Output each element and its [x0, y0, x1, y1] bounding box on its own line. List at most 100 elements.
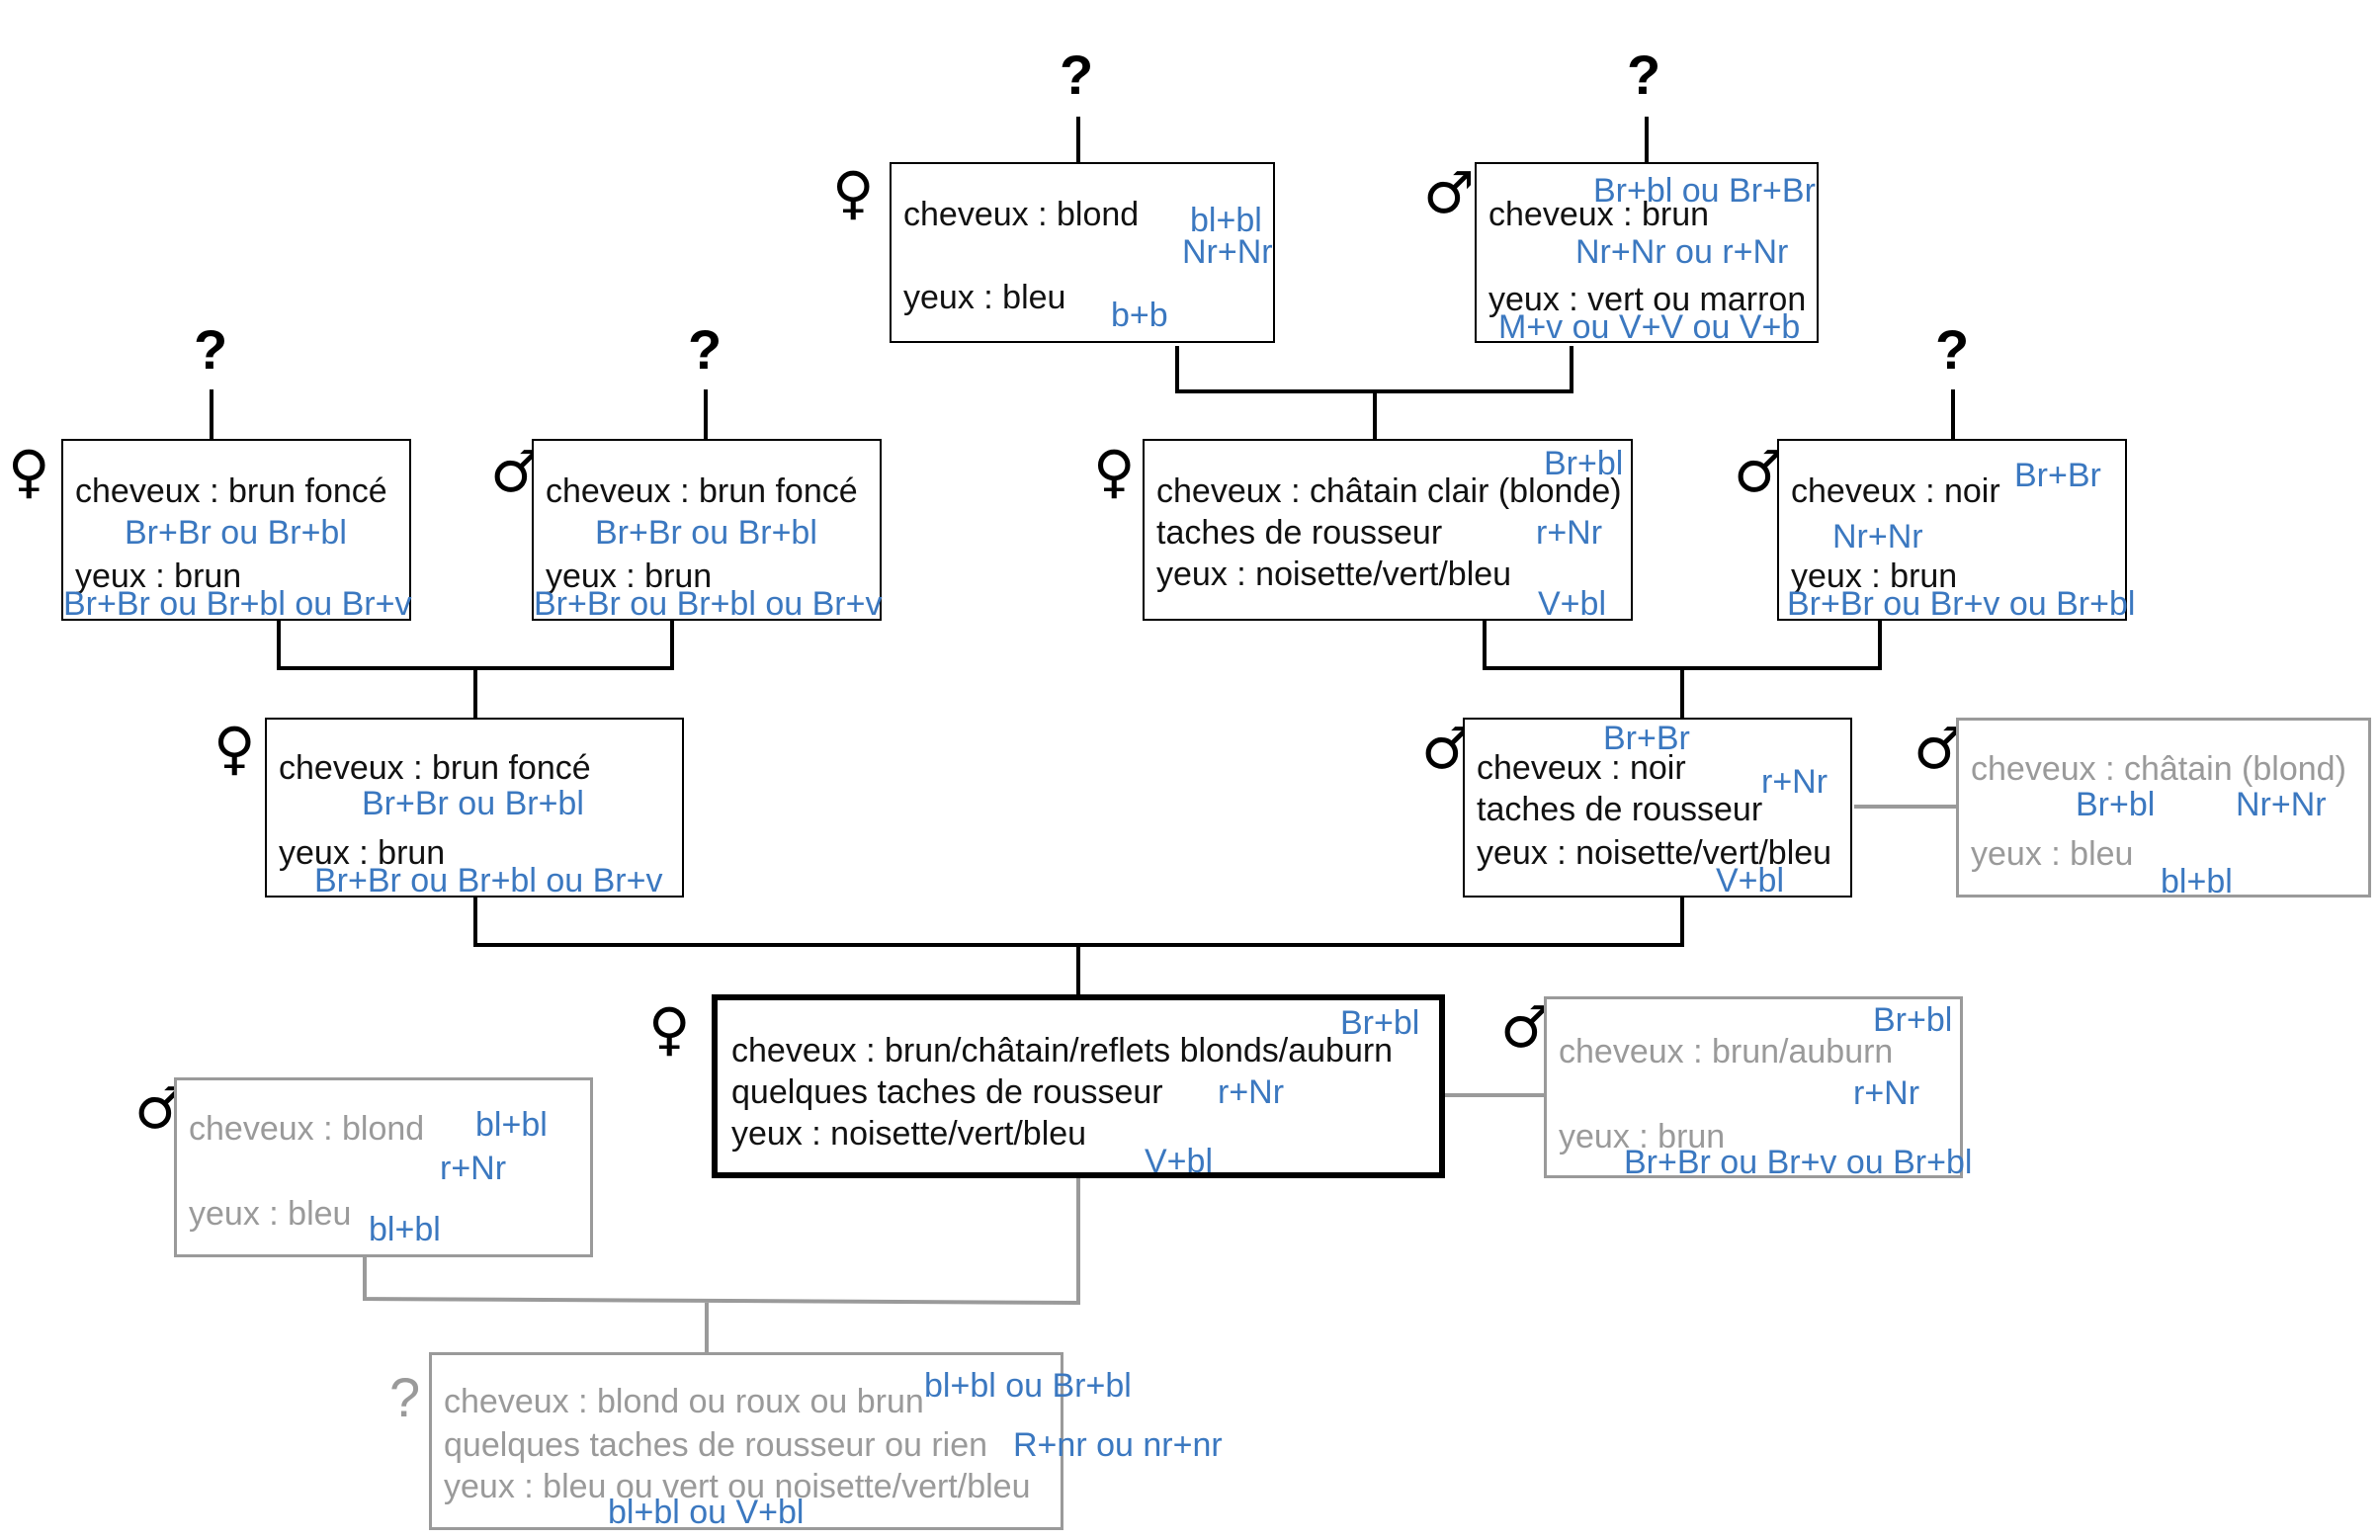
freckle-alleles: r+Nr — [1853, 1074, 1920, 1112]
hair-alleles: Br+bl — [1873, 1001, 1953, 1039]
person-box-subject: Br+bl cheveux : brun/châtain/reflets blo… — [712, 994, 1445, 1178]
person-box-gm-paternal: Br+bl cheveux : châtain clair (blonde) t… — [1143, 439, 1633, 621]
person-box-sibling: Br+bl cheveux : brun/auburn r+Nr yeux : … — [1544, 996, 1972, 1179]
hair-label: cheveux : brun foncé — [75, 472, 387, 510]
hair-label: cheveux : brun/châtain/reflets blonds/au… — [731, 1032, 1394, 1069]
female-symbol-icon: ♀ — [1093, 438, 1136, 505]
freckle-alleles: Nr+Nr — [1832, 518, 1923, 556]
hair-alleles: bl+bl — [1190, 202, 1262, 239]
couple-line-subject-partner — [363, 1178, 1080, 1306]
eye-alleles: bl+bl — [369, 1211, 441, 1248]
hair-label: cheveux : blond — [189, 1110, 425, 1148]
female-symbol-icon: ♀ — [832, 159, 875, 226]
freckle-alleles: Nr+Nr ou r+Nr — [1575, 233, 1789, 271]
eyes-label: yeux : brun — [1791, 557, 1958, 595]
eye-alleles: Br+Br ou Br+v ou Br+bl — [1624, 1144, 1973, 1181]
hair-alleles: Br+Br — [1603, 720, 1690, 757]
freckle-alleles: Nr+Nr — [1182, 233, 1273, 271]
person-box-child: cheveux : blond ou roux ou brun bl+bl ou… — [429, 1352, 1223, 1531]
freckles-label: taches de rousseur — [1477, 791, 1763, 828]
hair-alleles: bl+bl ou Br+bl — [924, 1367, 1132, 1405]
hair-label: cheveux : brun foncé — [279, 749, 591, 787]
eye-alleles: Br+Br ou Br+v ou Br+bl — [1787, 585, 2136, 623]
eye-alleles: V+bl — [1538, 585, 1606, 623]
freckle-alleles: Nr+Nr — [2236, 786, 2327, 823]
eye-alleles: V+bl — [1145, 1143, 1213, 1180]
hair-alleles: Br+Br ou Br+bl — [125, 514, 347, 552]
eye-alleles: bl+bl ou V+bl — [608, 1494, 805, 1531]
unknown-parent-icon: ? — [1060, 43, 1094, 106]
eye-alleles: b+b — [1111, 297, 1168, 334]
hair-alleles: bl+bl — [475, 1106, 548, 1144]
eye-alleles: M+v ou V+V ou V+b — [1498, 308, 1801, 346]
hair-label: cheveux : brun/auburn — [1559, 1033, 1894, 1070]
eyes-label: yeux : vert ou marron — [1488, 281, 1807, 318]
eyes-label: yeux : brun — [1559, 1118, 1726, 1155]
couple-line-maternal-grandparents — [277, 621, 674, 670]
eye-alleles: Br+Br ou Br+bl ou Br+v — [534, 585, 883, 623]
hair-label: cheveux : noir — [1791, 472, 2000, 510]
hair-alleles: Br+Br ou Br+bl — [595, 514, 817, 552]
person-box-uncle: cheveux : châtain (blond) Br+bl Nr+Nr ye… — [1956, 718, 2371, 898]
eye-alleles: V+bl — [1716, 862, 1784, 899]
male-symbol-icon: ♂ — [1423, 159, 1475, 226]
female-symbol-icon: ♀ — [8, 438, 50, 505]
male-symbol-icon: ♂ — [1500, 993, 1552, 1061]
female-symbol-icon: ♀ — [213, 715, 256, 782]
hair-label: cheveux : blond — [903, 196, 1140, 233]
person-box-ggf: Br+bl ou Br+Br cheveux : brun Nr+Nr ou r… — [1475, 162, 1819, 346]
freckle-alleles: r+Nr — [1536, 514, 1603, 552]
eyes-label: yeux : brun — [75, 557, 242, 595]
eyes-label: yeux : bleu ou vert ou noisette/vert/ble… — [444, 1468, 1031, 1505]
hair-label: cheveux : brun foncé — [546, 472, 858, 510]
unknown-parent-icon: ? — [194, 318, 228, 381]
hair-alleles: Br+bl — [1340, 1004, 1420, 1042]
person-box-gm-maternal: cheveux : brun foncé Br+Br ou Br+bl yeux… — [61, 439, 411, 621]
freckle-alleles: r+Nr — [440, 1150, 507, 1187]
person-box-father: Br+Br cheveux : noir r+Nr taches de rous… — [1463, 718, 1852, 898]
hair-alleles: Br+Br — [2014, 457, 2101, 494]
eye-alleles: Br+Br ou Br+bl ou Br+v — [63, 585, 412, 623]
eyes-label: yeux : bleu — [1971, 835, 2134, 873]
hair-alleles: Br+bl — [1544, 445, 1624, 482]
person-box-partner: cheveux : blond bl+bl r+Nr yeux : bleu b… — [174, 1077, 593, 1257]
eyes-label: yeux : brun — [546, 557, 713, 595]
couple-line-paternal-grandgrandparents — [1175, 346, 1573, 393]
eyes-label: yeux : noisette/vert/bleu — [731, 1115, 1087, 1153]
person-box-gf-maternal: cheveux : brun foncé Br+Br ou Br+bl yeux… — [532, 439, 882, 621]
couple-line-parents — [473, 898, 1684, 947]
unknown-parent-icon: ? — [1935, 318, 1970, 381]
eyes-label: yeux : bleu — [189, 1195, 352, 1233]
hair-label: cheveux : blond ou roux ou brun — [444, 1383, 924, 1420]
hair-label: cheveux : noir — [1477, 749, 1686, 787]
eyes-label: yeux : brun — [279, 834, 446, 872]
hair-alleles: Br+bl ou Br+Br — [1593, 172, 1816, 210]
eyes-label: yeux : noisette/vert/bleu — [1477, 834, 1832, 872]
freckles-label: taches de rousseur — [1156, 514, 1443, 552]
hair-label: cheveux : châtain clair (blonde) — [1156, 472, 1622, 510]
hair-label: cheveux : châtain (blond) — [1971, 750, 2346, 788]
freckle-alleles: R+nr ou nr+nr — [1013, 1426, 1223, 1464]
hair-alleles: Br+bl — [2076, 786, 2156, 823]
freckles-label: quelques taches de rousseur — [731, 1073, 1163, 1111]
eye-alleles: bl+bl — [2161, 863, 2233, 900]
freckles-label: quelques taches de rousseur ou rien — [444, 1426, 988, 1464]
eyes-label: yeux : noisette/vert/bleu — [1156, 556, 1512, 593]
hair-label: cheveux : brun — [1488, 196, 1710, 233]
couple-line-paternal-grandparents — [1483, 621, 1882, 670]
unknown-parent-icon: ? — [1627, 43, 1661, 106]
hair-alleles: Br+Br ou Br+bl — [362, 785, 584, 822]
person-box-mother: cheveux : brun foncé Br+Br ou Br+bl yeux… — [265, 718, 684, 898]
female-symbol-icon: ♀ — [648, 995, 691, 1063]
unknown-parent-icon: ? — [688, 318, 722, 381]
unknown-sex-icon: ? — [389, 1366, 421, 1428]
freckle-alleles: r+Nr — [1218, 1073, 1285, 1111]
person-box-gf-paternal: Br+Br cheveux : noir Nr+Nr yeux : brun B… — [1777, 439, 2135, 621]
eye-alleles: Br+Br ou Br+bl ou Br+v — [314, 862, 663, 899]
freckle-alleles: r+Nr — [1761, 763, 1828, 801]
person-box-ggm: cheveux : blond bl+bl Nr+Nr yeux : bleu … — [890, 162, 1275, 343]
eyes-label: yeux : bleu — [903, 279, 1066, 316]
male-symbol-icon: ♂ — [1734, 438, 1785, 505]
